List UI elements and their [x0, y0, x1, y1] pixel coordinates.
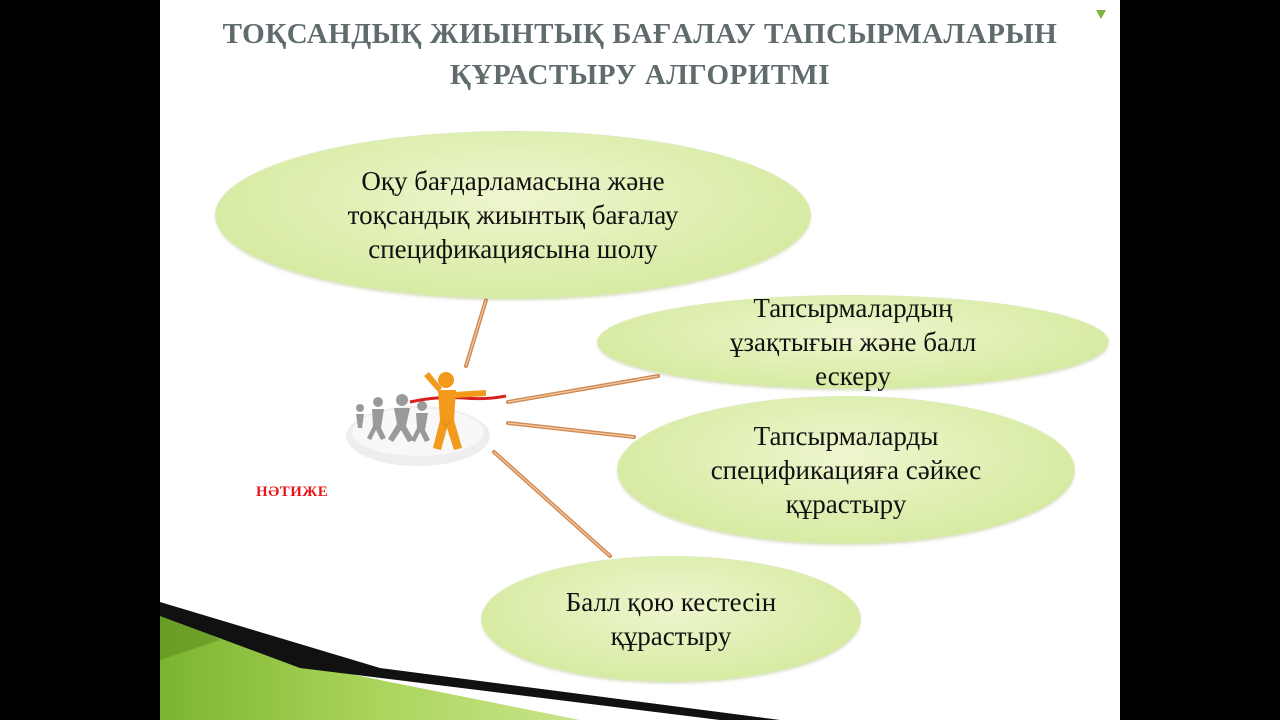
node-compose-tasks: Тапсырмаларды спецификацияға сәйкес құра…: [618, 397, 1074, 543]
slide: ТОҚСАНДЫҚ ЖИЫНТЫҚ БАҒАЛАУ ТАПСЫРМАЛАРЫН …: [160, 0, 1120, 720]
title-line-2: ҚҰРАСТЫРУ АЛГОРИТМІ: [450, 59, 830, 91]
finish-line-runners-icon: [346, 372, 507, 466]
node-scoring-table-line-2: құрастыру: [610, 621, 732, 651]
page-title: ТОҚСАНДЫҚ ЖИЫНТЫҚ БАҒАЛАУ ТАПСЫРМАЛАРЫН …: [160, 14, 1120, 96]
node-duration: Тапсырмалардың ұзақтығын және балл ескер…: [598, 293, 1108, 391]
title-line-1: ТОҚСАНДЫҚ ЖИЫНТЫҚ БАҒАЛАУ ТАПСЫРМАЛАРЫН: [222, 18, 1058, 50]
node-duration-line-1: Тапсырмалардың: [753, 293, 953, 323]
decorative-green-stripe: [160, 602, 780, 720]
connector-lines: [464, 298, 660, 558]
node-compose-tasks-line-1: Тапсырмаларды: [753, 421, 939, 451]
node-scoring-table: Балл қою кестесін құрастыру: [482, 557, 860, 681]
node-overview-line-3: спецификациясына шолу: [368, 234, 658, 264]
node-scoring-table-line-1: Балл қою кестесін: [565, 587, 777, 617]
result-label: НӘТИЖЕ: [256, 484, 329, 500]
node-overview: Оқу бағдарламасына және тоқсандық жиынты…: [216, 132, 810, 298]
node-overview-line-1: Оқу бағдарламасына және: [361, 166, 665, 196]
node-duration-line-2: ұзақтығын және балл: [729, 327, 977, 357]
node-overview-line-2: тоқсандық жиынтық бағалау: [347, 200, 679, 230]
triangle-bullet-icon: [1096, 10, 1106, 19]
node-duration-line-3: ескеру: [815, 361, 891, 391]
node-compose-tasks-line-3: құрастыру: [785, 489, 907, 519]
node-compose-tasks-line-2: спецификацияға сәйкес: [710, 455, 982, 485]
